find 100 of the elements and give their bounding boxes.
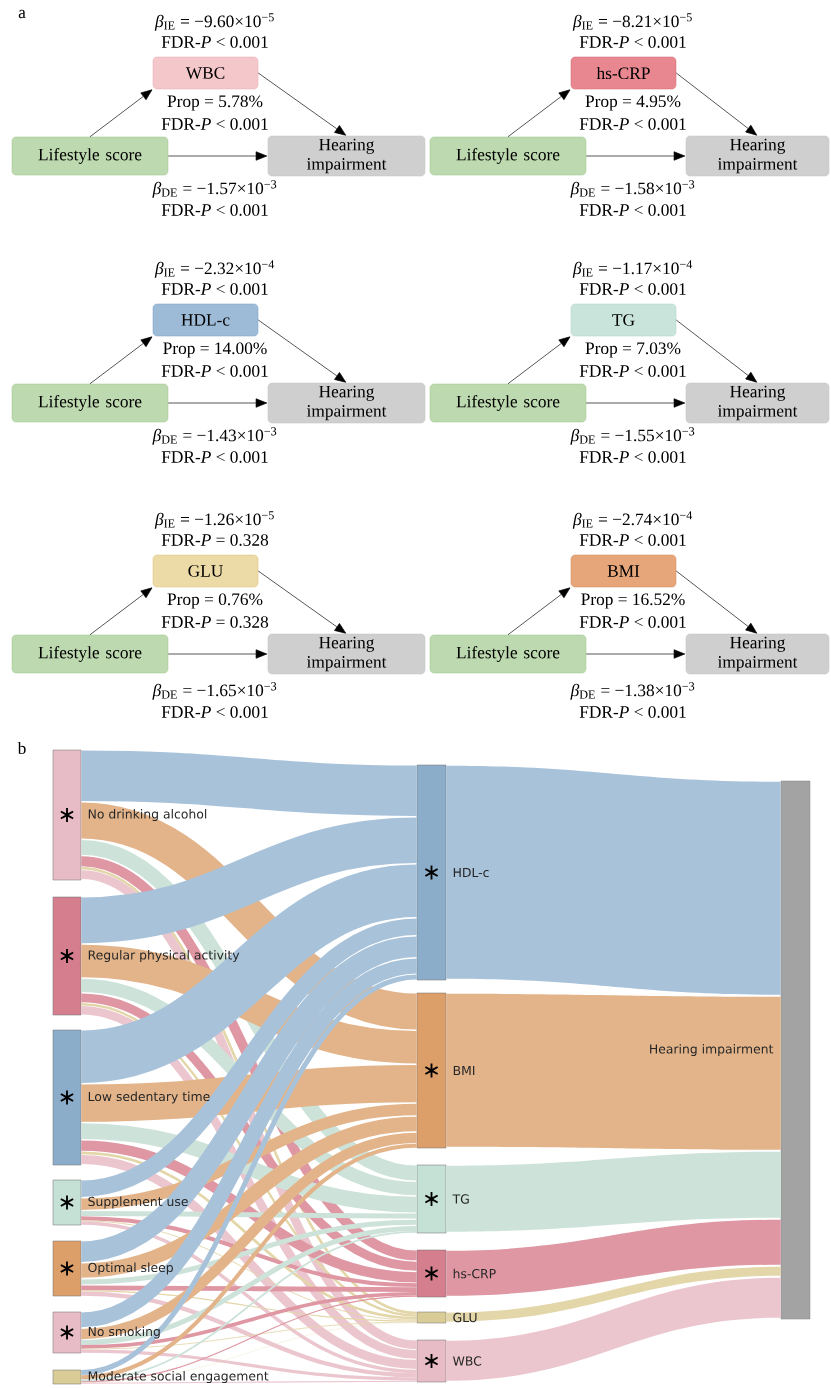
- flow-ribbon: [81, 1322, 417, 1383]
- flow-ribbon: [78, 864, 420, 1083]
- bar-label: Regular physical activity: [88, 950, 240, 962]
- annotation-text: β$_{IE}$ = −2.32×10$^{−4}$: [154, 260, 275, 278]
- sankey-bar: ∗: [52, 896, 82, 1016]
- flow-ribbon: [80, 1132, 418, 1340]
- flow-ribbon: [446, 1219, 781, 1296]
- annotation-text: β$_{DE}$ = −1.43×10$^{−3}$: [152, 427, 277, 445]
- sankey-bar: ∗: [52, 1240, 82, 1297]
- process-box: HDL-c: [152, 303, 259, 337]
- sankey-bar: ∗: [52, 749, 82, 881]
- arrow: [585, 151, 686, 161]
- annotation-text: FDR-P < 0.001: [161, 706, 268, 718]
- arrow: [167, 398, 268, 408]
- process-box: Hearing impairment: [267, 633, 426, 675]
- bar-label: hs-CRP: [453, 1268, 496, 1279]
- bar-label: Low sedentary time: [88, 1091, 210, 1104]
- process-box: Hearing impairment: [267, 382, 426, 424]
- arrow: [675, 570, 758, 634]
- process-box: BMI: [570, 554, 677, 588]
- annotation-text: β$_{IE}$ = −9.60×10$^{−5}$: [154, 13, 274, 31]
- annotation-text: Prop = 16.52%: [581, 593, 685, 609]
- flow-ribbon: [446, 1266, 781, 1322]
- annotation-text: β$_{IE}$ = −2.74×10$^{−4}$: [572, 511, 693, 529]
- annotation-text: β$_{DE}$ = −1.55×10$^{−3}$: [570, 427, 695, 445]
- bar-label: Hearing impairment: [650, 1044, 774, 1056]
- flow-ribbon: [79, 958, 419, 1328]
- flow-ribbon: [81, 1349, 417, 1381]
- annotation-text: Prop = 5.78%: [167, 95, 263, 111]
- arrow: [507, 587, 571, 636]
- annotation-text: FDR-P < 0.001: [579, 365, 686, 377]
- bar-label: HDL-c: [453, 867, 489, 878]
- annotation-text: β$_{IE}$ = −1.17×10$^{−4}$: [572, 260, 693, 278]
- sankey-bar: [52, 1369, 82, 1385]
- flow-ribbon: [81, 1064, 417, 1122]
- annotation-text: FDR-P < 0.001: [579, 706, 686, 718]
- annotation-text: β$_{IE}$ = −8.21×10$^{−5}$: [572, 13, 692, 31]
- process-box: Lifestyle score: [429, 136, 587, 176]
- process-box: Hearing impairment: [685, 633, 830, 675]
- bar-label: BMI: [453, 1066, 475, 1076]
- arrow: [89, 89, 153, 138]
- process-box: WBC: [152, 56, 259, 90]
- flow-ribbon: [446, 1151, 781, 1232]
- process-box: Hearing impairment: [685, 135, 830, 177]
- sankey-bar: ∗: [52, 1179, 82, 1226]
- sankey-bar: ∗: [416, 992, 447, 1149]
- bar-label: GLU: [453, 1312, 477, 1323]
- sankey-bar: [780, 780, 811, 1320]
- arrow: [257, 72, 347, 136]
- arrow: [585, 649, 686, 659]
- sankey-bar: ∗: [416, 764, 447, 981]
- flow-ribbon: [446, 993, 781, 1150]
- arrow: [257, 319, 347, 383]
- process-box: hs-CRP: [570, 56, 677, 90]
- process-box: Lifestyle score: [11, 634, 169, 674]
- process-box: Hearing impairment: [267, 135, 426, 177]
- flow-ribbon: [79, 936, 419, 1262]
- flow-ribbon: [446, 1277, 781, 1381]
- annotation-text: β$_{DE}$ = −1.38×10$^{−3}$: [570, 682, 695, 700]
- annotation-text: Prop = 4.95%: [585, 95, 681, 111]
- annotation-text: FDR-P < 0.001: [161, 204, 268, 216]
- flow-ribbon: [446, 765, 781, 995]
- bar-label: Optimal sleep: [88, 1262, 173, 1275]
- annotation-text: FDR-P < 0.001: [579, 118, 686, 130]
- arrow: [89, 336, 153, 385]
- panel-letter: b: [17, 741, 26, 755]
- arrow: [675, 72, 758, 136]
- arrow: [167, 151, 268, 161]
- annotation-text: FDR-P < 0.001: [161, 118, 268, 130]
- arrow: [507, 336, 571, 385]
- sankey-bar: ∗: [416, 1164, 447, 1234]
- arrow: [675, 319, 758, 383]
- flow-ribbon: [80, 1140, 418, 1283]
- process-box: Lifestyle score: [429, 383, 587, 423]
- panel-letter: a: [18, 9, 26, 19]
- flow-ribbon: [80, 1321, 418, 1350]
- annotation-text: Prop = 0.76%: [167, 593, 263, 609]
- process-box: Lifestyle score: [11, 383, 169, 423]
- annotation-text: β$_{DE}$ = −1.58×10$^{−3}$: [570, 180, 695, 198]
- bar-label: No smoking: [88, 1326, 160, 1339]
- flow-ribbon: [80, 1123, 418, 1213]
- annotation-text: FDR-P < 0.001: [161, 451, 268, 463]
- flow-ribbon: [80, 918, 418, 1197]
- arrow: [89, 587, 153, 636]
- sankey-bar: ∗: [52, 1311, 82, 1354]
- flow-ribbon: [81, 1225, 417, 1346]
- sankey-bar: ∗: [416, 1339, 447, 1383]
- flow-ribbon: [80, 1116, 418, 1278]
- flow-ribbon: [80, 1380, 418, 1384]
- arrow: [507, 89, 571, 138]
- annotation-text: FDR-P < 0.001: [579, 616, 686, 628]
- process-box: Hearing impairment: [685, 382, 830, 424]
- sankey-bar: [416, 1311, 447, 1324]
- annotation-text: β$_{DE}$ = −1.65×10$^{−3}$: [152, 682, 277, 700]
- annotation-text: Prop = 14.00%: [163, 342, 267, 358]
- flow-ribbon: [79, 802, 419, 1030]
- annotation-text: β$_{IE}$ = −1.26×10$^{−5}$: [154, 511, 274, 529]
- flow-ribbon: [80, 1103, 418, 1210]
- process-box: TG: [570, 303, 677, 337]
- arrow: [257, 570, 347, 634]
